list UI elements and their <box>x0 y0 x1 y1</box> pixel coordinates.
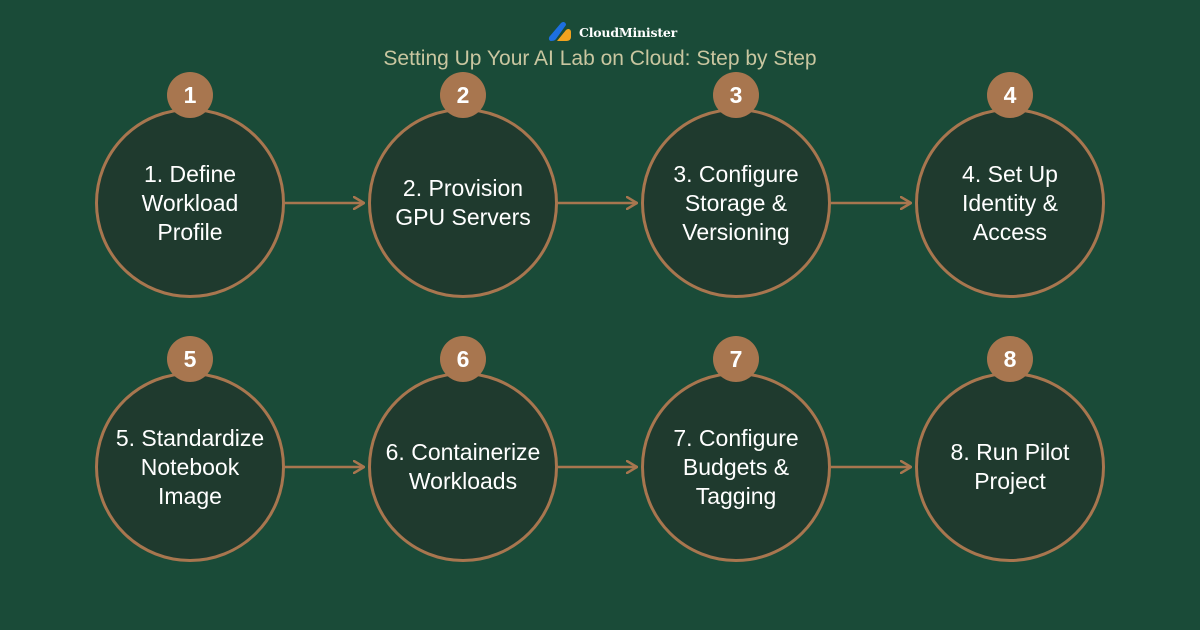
step-8-circle: 8. Run Pilot Project <box>915 372 1105 562</box>
step-5-label: 5. Standardize Notebook Image <box>115 424 265 509</box>
step-2-badge: 2 <box>440 72 486 118</box>
step-7-circle: 7. Configure Budgets & Tagging <box>641 372 831 562</box>
step-3-badge: 3 <box>713 72 759 118</box>
step-1-label: 1. Define Workload Profile <box>141 160 239 245</box>
step-4-label: 4. Set Up Identity & Access <box>962 160 1058 245</box>
step-6-label: 6. Containerize Workloads <box>385 439 541 494</box>
step-2-label: 2. Provision GPU Servers <box>395 175 531 230</box>
step-6-circle: 6. Containerize Workloads <box>368 372 558 562</box>
step-4-circle: 4. Set Up Identity & Access <box>915 108 1105 298</box>
step-5-badge: 5 <box>167 336 213 382</box>
step-3-circle: 3. Configure Storage & Versioning <box>641 108 831 298</box>
step-4-badge: 4 <box>987 72 1033 118</box>
page-title: Setting Up Your AI Lab on Cloud: Step by… <box>383 47 817 70</box>
step-5-circle: 5. Standardize Notebook Image <box>95 372 285 562</box>
brand-name: CloudMinister <box>579 24 678 40</box>
step-7-label: 7. Configure Budgets & Tagging <box>673 424 799 509</box>
step-8-badge: 8 <box>987 336 1033 382</box>
step-1-badge: 1 <box>167 72 213 118</box>
cloud-logo-icon <box>548 21 571 41</box>
step-7-badge: 7 <box>713 336 759 382</box>
step-1-circle: 1. Define Workload Profile <box>95 108 285 298</box>
step-3-label: 3. Configure Storage & Versioning <box>673 160 799 245</box>
brand-logo: CloudMinister <box>547 18 677 46</box>
step-2-circle: 2. Provision GPU Servers <box>368 108 558 298</box>
step-8-label: 8. Run Pilot Project <box>950 439 1070 494</box>
step-6-badge: 6 <box>440 336 486 382</box>
